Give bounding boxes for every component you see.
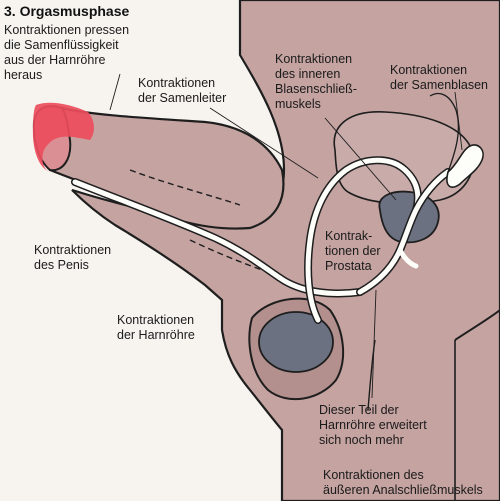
leader-widened [371, 289, 377, 399]
penis-contraction-marks [129, 169, 241, 206]
seminal-duct [429, 92, 460, 173]
label-press-fluid: Kontraktionen pressen die Samenflüssigke… [4, 23, 130, 82]
label-prostate: Kontrak- tionen der Prostata [325, 229, 381, 273]
label-urethra-widened: Dieser Teil der Harnröhre erweitert sich… [319, 403, 427, 447]
leader-bladder-neck [324, 117, 397, 201]
leader-press [109, 73, 121, 111]
testis [258, 311, 334, 373]
label-anal-sphincter: Kontraktionen des äußeren Analschließmus… [323, 468, 483, 497]
urethra-contraction-marks [189, 239, 263, 271]
prostatic-urethra-inner [357, 169, 451, 295]
leader-seminal [454, 91, 463, 151]
page-title: 3. Orgasmusphase [4, 3, 130, 19]
tip-highlight [32, 102, 94, 172]
label-bladder-neck: Kontraktionen des inneren Blasenschließ-… [275, 52, 357, 111]
seminal-vesicle [446, 144, 484, 188]
vas-deferens-inner [305, 157, 421, 323]
label-urethra: Kontraktionen der Harnröhre [117, 313, 195, 342]
prostate-branch [397, 247, 419, 269]
leg-crease [454, 309, 500, 341]
label-vas-deferens: Kontraktionen der Samenleiter [138, 76, 227, 105]
label-seminal-vesicles: Kontraktionen der Samenblasen [390, 63, 488, 92]
label-penis: Kontraktionen des Penis [34, 243, 112, 272]
leader-vas [209, 107, 319, 179]
